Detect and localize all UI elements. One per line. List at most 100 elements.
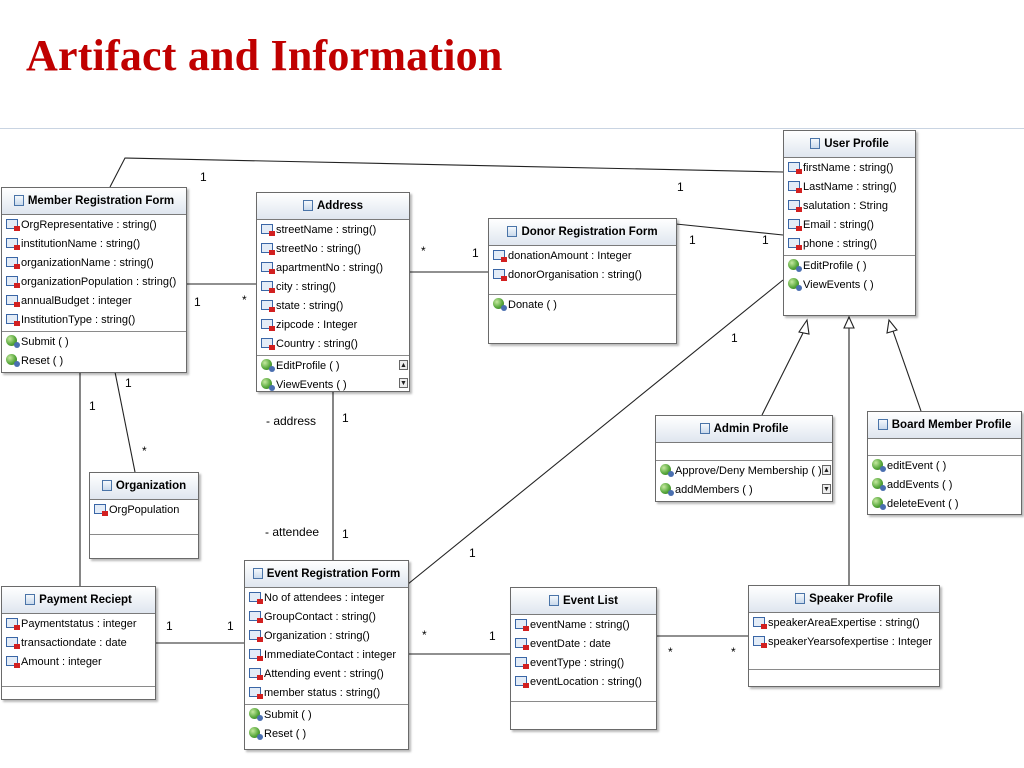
attribute-row[interactable]: OrgPopulation bbox=[94, 501, 196, 520]
class-name: Payment Reciept bbox=[39, 594, 132, 606]
attribute-row[interactable]: phone : string() bbox=[788, 235, 913, 254]
operation-row[interactable]: Approve/Deny Membership ( ) bbox=[660, 462, 830, 481]
operation-row[interactable]: ViewEvents ( ) bbox=[261, 376, 407, 395]
attribute-row[interactable]: streetNo : string() bbox=[261, 240, 407, 259]
attribute-row[interactable]: organizationPopulation : string() bbox=[6, 273, 184, 292]
assoc-member-user bbox=[109, 157, 784, 188]
attributes-compartment: firstName : string() LastName : string()… bbox=[784, 158, 915, 256]
attribute-row[interactable]: streetName : string() bbox=[261, 221, 407, 240]
attribute-icon bbox=[261, 224, 275, 236]
multiplicity-label: * bbox=[668, 645, 673, 659]
class-name: User Profile bbox=[824, 138, 889, 150]
attribute-icon bbox=[261, 319, 275, 331]
attribute-icon bbox=[6, 219, 20, 231]
attribute-row[interactable]: state : string() bbox=[261, 297, 407, 316]
attribute-row[interactable]: eventLocation : string() bbox=[515, 673, 654, 692]
attribute-row[interactable]: transactiondate : date bbox=[6, 634, 153, 653]
attribute-row[interactable]: zipcode : Integer bbox=[261, 316, 407, 335]
attribute-row[interactable]: eventName : string() bbox=[515, 616, 654, 635]
attribute-row[interactable]: apartmentNo : string() bbox=[261, 259, 407, 278]
operation-row[interactable]: Reset ( ) bbox=[249, 725, 406, 744]
class-speaker-profile[interactable]: Speaker Profile speakerAreaExpertise : s… bbox=[748, 585, 940, 687]
attribute-row[interactable]: firstName : string() bbox=[788, 159, 913, 178]
class-donor-registration-form[interactable]: Donor Registration Form donationAmount :… bbox=[488, 218, 677, 344]
attribute-row[interactable]: Paymentstatus : integer bbox=[6, 615, 153, 634]
class-user-profile[interactable]: User Profile firstName : string() LastNa… bbox=[783, 130, 916, 316]
attribute-row[interactable]: InstitutionType : string() bbox=[6, 311, 184, 330]
attribute-row[interactable]: LastName : string() bbox=[788, 178, 913, 197]
title-divider bbox=[0, 128, 1024, 129]
attribute-row[interactable]: OrgRepresentative : string() bbox=[6, 216, 184, 235]
class-member-registration-form[interactable]: Member Registration Form OrgRepresentati… bbox=[1, 187, 187, 373]
class-event-list[interactable]: Event List eventName : string() eventDat… bbox=[510, 587, 657, 730]
attribute-icon bbox=[515, 676, 529, 688]
class-board-member-profile[interactable]: Board Member Profile editEvent ( ) addEv… bbox=[867, 411, 1022, 515]
class-payment-receipt[interactable]: Payment Reciept Paymentstatus : integer … bbox=[1, 586, 156, 700]
class-icon bbox=[302, 200, 313, 211]
attribute-row[interactable]: city : string() bbox=[261, 278, 407, 297]
attribute-row[interactable]: ImmediateContact : integer bbox=[249, 646, 406, 665]
attribute-row[interactable]: annualBudget : integer bbox=[6, 292, 184, 311]
operation-icon bbox=[788, 278, 802, 291]
attribute-icon bbox=[261, 281, 275, 293]
attributes-compartment: streetName : string() streetNo : string(… bbox=[257, 220, 409, 356]
scroll-up-icon[interactable]: ▲ bbox=[822, 465, 831, 475]
operation-row[interactable]: addEvents ( ) bbox=[872, 476, 1019, 495]
attribute-icon bbox=[261, 243, 275, 255]
class-admin-profile[interactable]: Admin Profile Approve/Deny Membership ( … bbox=[655, 415, 833, 502]
class-name: Address bbox=[316, 200, 364, 212]
operation-icon bbox=[872, 497, 886, 510]
attribute-row[interactable]: member status : string() bbox=[249, 684, 406, 703]
role-label: - attendee bbox=[265, 525, 320, 539]
attributes-compartment bbox=[868, 439, 1021, 456]
operation-row[interactable]: EditProfile ( ) bbox=[261, 357, 407, 376]
multiplicity-label: 1 bbox=[472, 246, 479, 260]
class-icon bbox=[507, 226, 518, 237]
multiplicity-label: 1 bbox=[731, 331, 738, 345]
attribute-row[interactable]: Email : string() bbox=[788, 216, 913, 235]
operations-compartment: Submit ( ) Reset ( ) bbox=[245, 705, 408, 745]
operation-row[interactable]: editEvent ( ) bbox=[872, 457, 1019, 476]
attribute-row[interactable]: GroupContact : string() bbox=[249, 608, 406, 627]
attribute-row[interactable]: donorOrganisation : string() bbox=[493, 266, 674, 285]
scroll-down-icon[interactable]: ▼ bbox=[399, 378, 408, 388]
scroll-down-icon[interactable]: ▼ bbox=[822, 484, 831, 494]
attribute-row[interactable]: Organization : string() bbox=[249, 627, 406, 646]
attribute-row[interactable]: No of attendees : integer bbox=[249, 589, 406, 608]
attribute-row[interactable]: Attending event : string() bbox=[249, 665, 406, 684]
operation-row[interactable]: Reset ( ) bbox=[6, 352, 184, 371]
attribute-row[interactable]: eventDate : date bbox=[515, 635, 654, 654]
operation-row[interactable]: EditProfile ( ) bbox=[788, 257, 913, 276]
gen-admin-arrow bbox=[798, 318, 810, 335]
attribute-row[interactable]: speakerAreaExpertise : string() bbox=[753, 614, 937, 633]
class-event-registration-form[interactable]: Event Registration Form No of attendees … bbox=[244, 560, 409, 750]
class-address[interactable]: Address streetName : string() streetNo :… bbox=[256, 192, 410, 392]
attributes-compartment: donationAmount : Integer donorOrganisati… bbox=[489, 246, 676, 295]
attribute-icon bbox=[6, 637, 20, 649]
operation-icon bbox=[261, 378, 275, 391]
operation-row[interactable]: deleteEvent ( ) bbox=[872, 495, 1019, 514]
operation-row[interactable]: Submit ( ) bbox=[6, 333, 184, 352]
scroll-up-icon[interactable]: ▲ bbox=[399, 360, 408, 370]
attribute-row[interactable]: speakerYearsofexpertise : Integer bbox=[753, 633, 937, 652]
attributes-compartment: eventName : string() eventDate : date ev… bbox=[511, 615, 656, 702]
attribute-row[interactable]: organizationName : string() bbox=[6, 254, 184, 273]
operation-row[interactable]: ViewEvents ( ) bbox=[788, 276, 913, 295]
attribute-row[interactable]: donationAmount : Integer bbox=[493, 247, 674, 266]
class-name: Admin Profile bbox=[713, 423, 789, 435]
attribute-row[interactable]: institutionName : string() bbox=[6, 235, 184, 254]
operation-row[interactable]: Donate ( ) bbox=[493, 296, 674, 315]
attribute-row[interactable]: salutation : String bbox=[788, 197, 913, 216]
class-organization[interactable]: Organization OrgPopulation bbox=[89, 472, 199, 559]
attribute-row[interactable]: eventType : string() bbox=[515, 654, 654, 673]
attribute-icon bbox=[261, 300, 275, 312]
attribute-row[interactable]: Amount : integer bbox=[6, 653, 153, 672]
multiplicity-label: * bbox=[142, 444, 147, 458]
attribute-icon bbox=[249, 630, 263, 642]
operation-row[interactable]: addMembers ( ) bbox=[660, 481, 830, 500]
multiplicity-label: 1 bbox=[489, 629, 496, 643]
operation-row[interactable]: Submit ( ) bbox=[249, 706, 406, 725]
gen-board-user bbox=[892, 330, 922, 412]
class-icon bbox=[25, 594, 36, 605]
attribute-row[interactable]: Country : string() bbox=[261, 335, 407, 354]
